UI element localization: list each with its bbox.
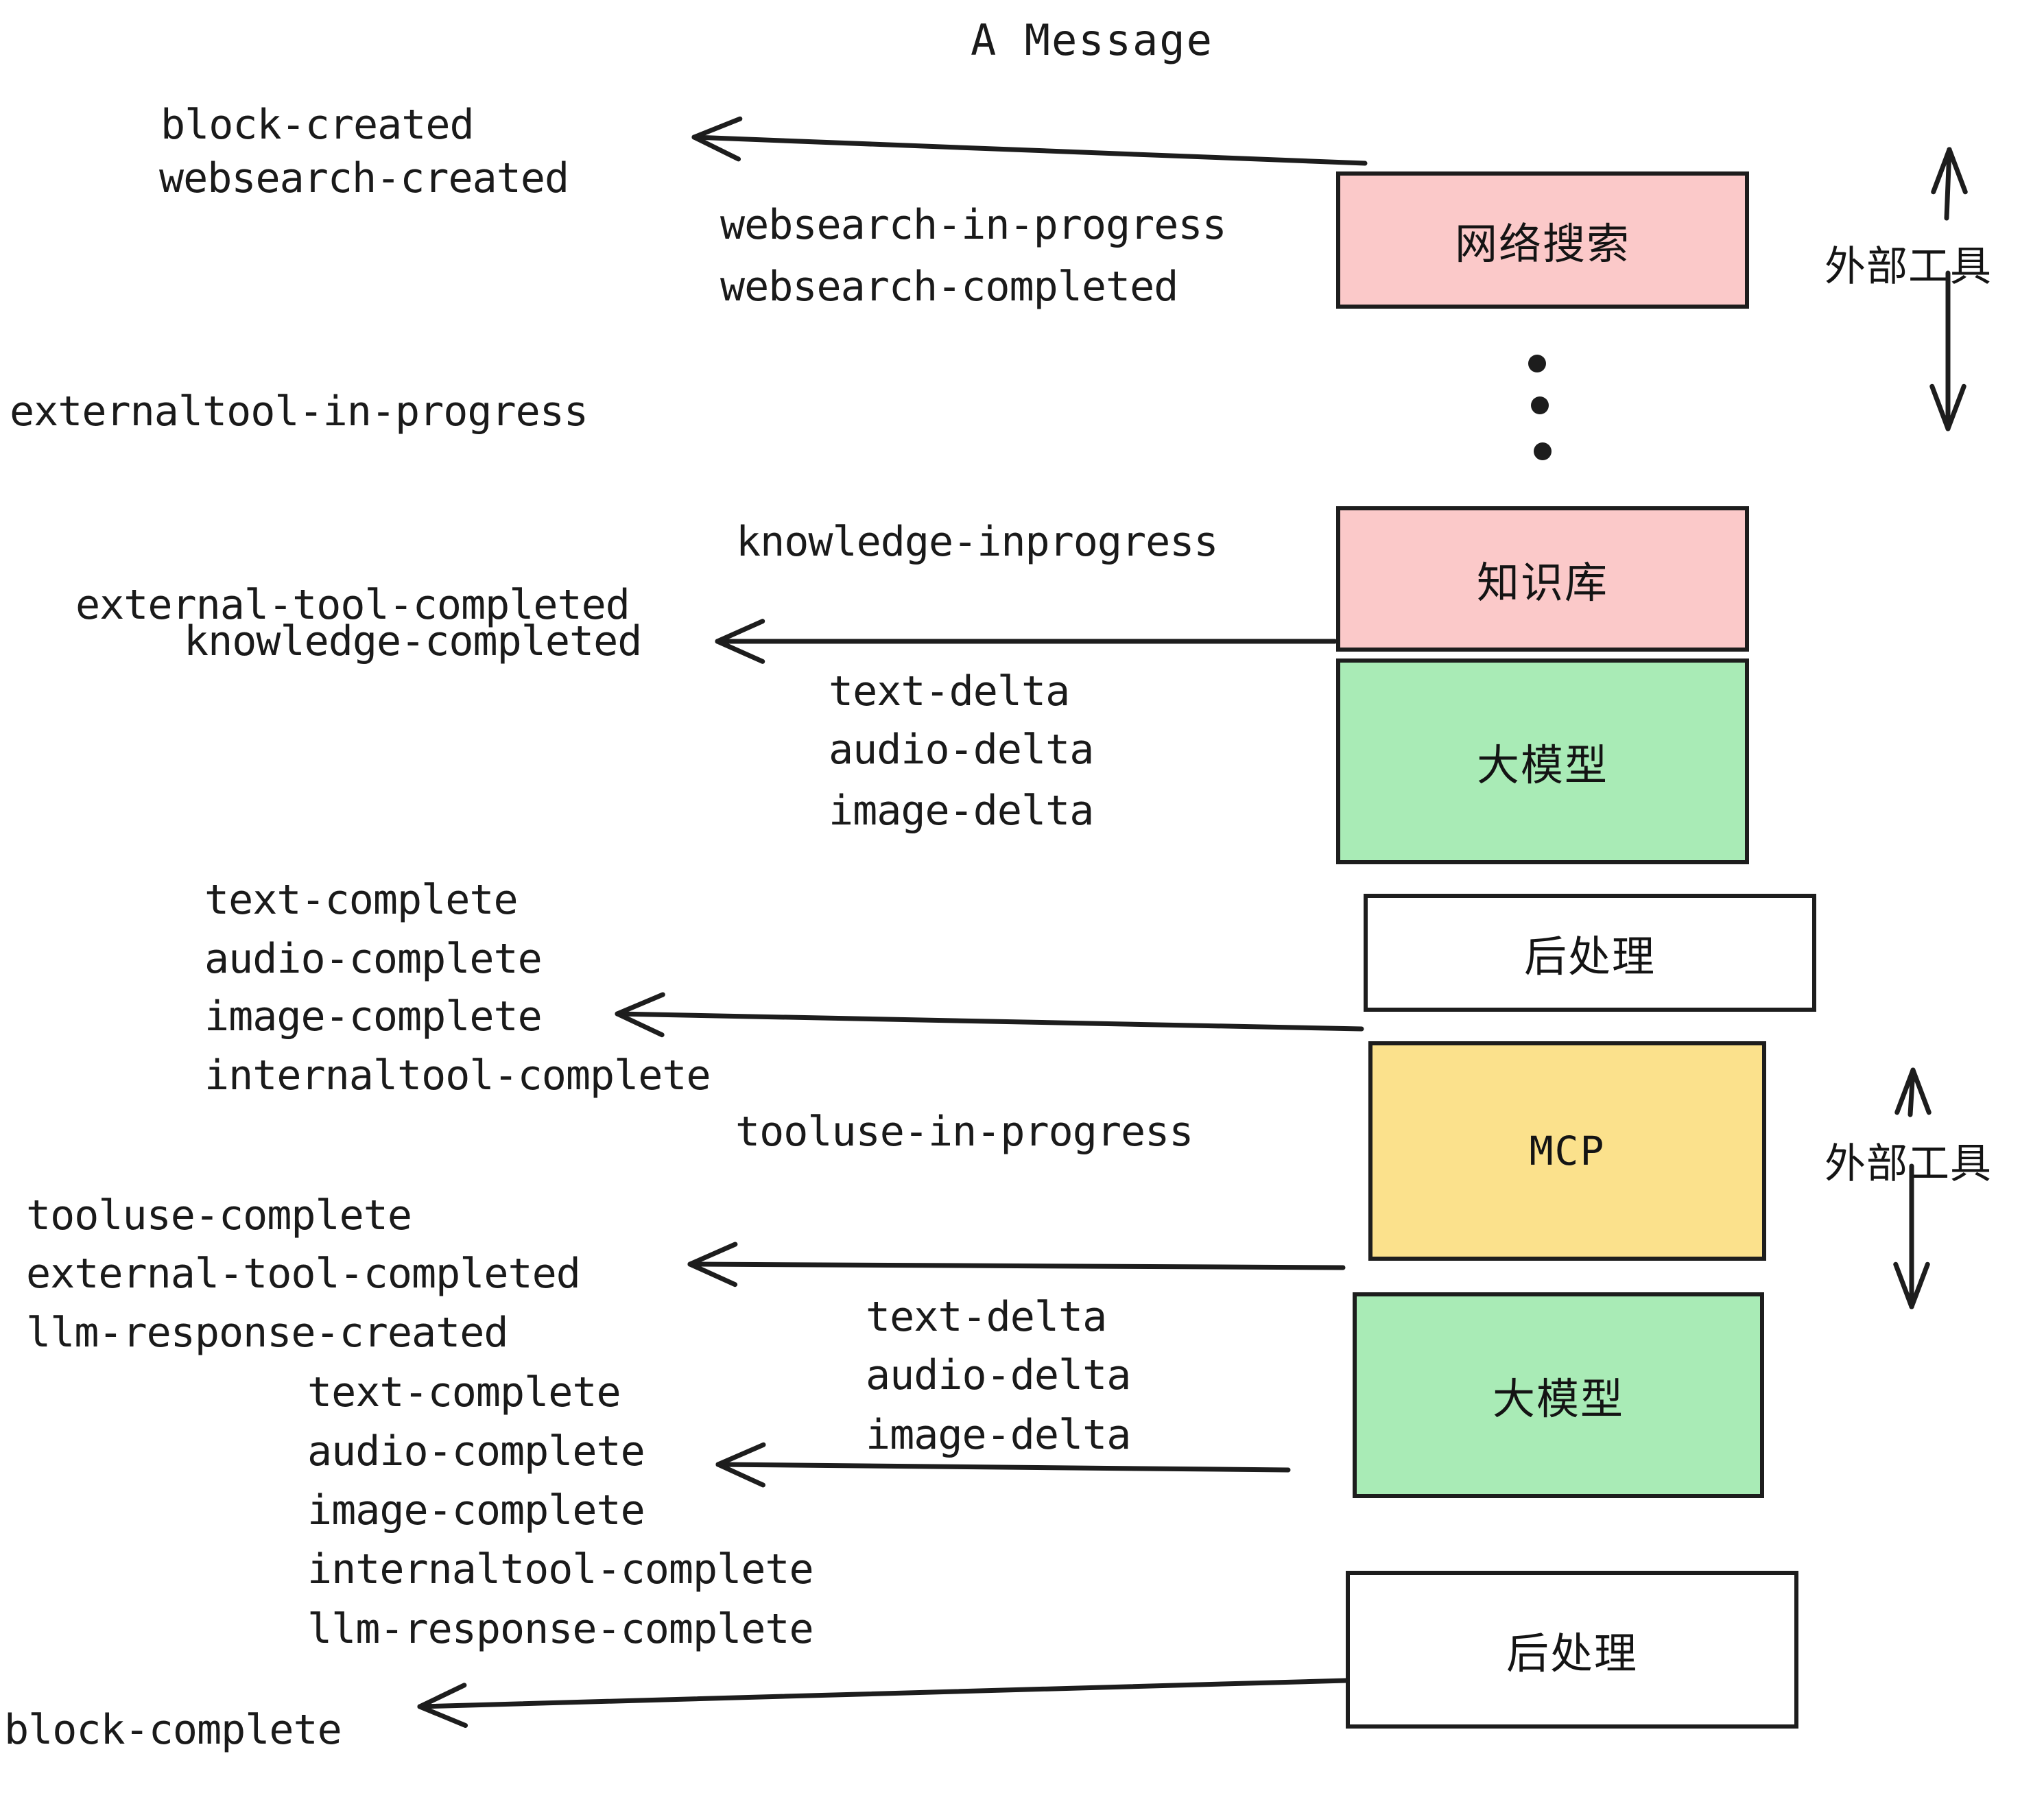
node-label: 知识库	[1476, 558, 1608, 608]
node-llm-1[interactable]: 大模型	[1336, 658, 1749, 864]
event-label-externaltool-in-progress: externaltool-in-progress	[10, 388, 589, 436]
external-tools-top-updown-lower-head	[1929, 383, 1966, 431]
event-label-audio-complete-2: audio-complete	[307, 1427, 645, 1475]
event-label-external-tool-completed-1: external-tool-completed	[75, 581, 630, 629]
group-label-external-tools-top: 外部工具	[1825, 243, 1992, 291]
event-label-tooluse-complete: tooluse-complete	[26, 1191, 412, 1239]
event-label-external-tool-completed-2: external-tool-completed	[26, 1250, 581, 1298]
group-label-external-tools-bottom: 外部工具	[1825, 1140, 1992, 1188]
event-label-llm-response-created: llm-response-created	[26, 1309, 508, 1357]
ellipsis-dot-1	[1528, 355, 1546, 372]
arrow-block-complete-shaft	[417, 1678, 1348, 1709]
external-tools-top-updown-upper-shaft	[1944, 147, 1952, 221]
event-label-text-complete-2: text-complete	[307, 1368, 621, 1416]
external-tools-bottom-updown-upper-shaft	[1908, 1067, 1916, 1117]
node-label: 大模型	[1476, 740, 1608, 790]
event-label-image-complete-2: image-complete	[307, 1486, 645, 1534]
node-label: MCP	[1529, 1128, 1606, 1174]
external-tools-top-updown-upper-head	[1931, 147, 1968, 195]
event-label-audio-delta-1: audio-delta	[829, 726, 1094, 774]
event-label-tooluse-in-progress: tooluse-in-progress	[735, 1108, 1193, 1156]
event-label-llm-response-complete: llm-response-complete	[307, 1605, 814, 1653]
node-label: 大模型	[1492, 1374, 1624, 1424]
event-label-block-created: block-created	[161, 101, 475, 149]
event-label-internaltool-complete-1: internaltool-complete	[204, 1052, 711, 1100]
event-label-image-delta-1: image-delta	[829, 787, 1094, 835]
event-label-websearch-in-progress: websearch-in-progress	[720, 201, 1227, 249]
event-label-text-delta-1: text-delta	[829, 667, 1070, 715]
event-label-websearch-created: websearch-created	[159, 154, 569, 202]
arrow-image-complete-head	[615, 992, 665, 1038]
node-llm-2[interactable]: 大模型	[1353, 1292, 1764, 1498]
event-label-internaltool-complete-2: internaltool-complete	[307, 1545, 814, 1593]
event-label-image-delta-2: image-delta	[866, 1411, 1131, 1459]
ellipsis-dot-3	[1534, 442, 1552, 460]
arrow-image-complete-shaft	[615, 1011, 1364, 1032]
node-label: 网络搜索	[1454, 219, 1630, 269]
arrow-audio-complete-shaft	[715, 1462, 1291, 1473]
event-label-knowledge-completed: knowledge-completed	[184, 617, 642, 665]
external-tools-bottom-updown-upper-head	[1894, 1067, 1932, 1115]
page-title: A Message	[971, 15, 1213, 65]
node-postprocess-2[interactable]: 后处理	[1346, 1571, 1798, 1729]
arrow-block-created-head	[691, 116, 743, 162]
node-label: 后处理	[1523, 931, 1656, 982]
arrow-tooluse-complete-head	[687, 1242, 738, 1287]
arrow-block-complete-head	[417, 1683, 468, 1728]
event-label-text-complete-1: text-complete	[204, 876, 519, 924]
external-tools-bottom-updown-lower-head	[1893, 1261, 1930, 1309]
event-label-knowledge-inprogress: knowledge-inprogress	[736, 518, 1218, 566]
arrow-audio-complete-head	[715, 1442, 766, 1488]
arrow-tooluse-complete-shaft	[687, 1261, 1346, 1270]
event-label-text-delta-2: text-delta	[866, 1293, 1107, 1341]
event-label-block-complete: block-complete	[4, 1706, 342, 1754]
arrow-knowledge-completed-head	[715, 619, 765, 664]
event-label-image-complete-1: image-complete	[204, 993, 543, 1041]
node-knowledge[interactable]: 知识库	[1336, 506, 1749, 652]
ellipsis-dot-2	[1531, 396, 1549, 414]
node-websearch[interactable]: 网络搜索	[1336, 171, 1749, 309]
node-mcp[interactable]: MCP	[1368, 1041, 1766, 1261]
event-label-websearch-completed: websearch-completed	[720, 263, 1178, 311]
node-postprocess-1[interactable]: 后处理	[1364, 894, 1816, 1012]
event-label-audio-delta-2: audio-delta	[866, 1351, 1131, 1399]
node-label: 后处理	[1506, 1628, 1638, 1678]
arrow-block-created-shaft	[691, 134, 1368, 166]
event-label-audio-complete-1: audio-complete	[204, 935, 543, 983]
